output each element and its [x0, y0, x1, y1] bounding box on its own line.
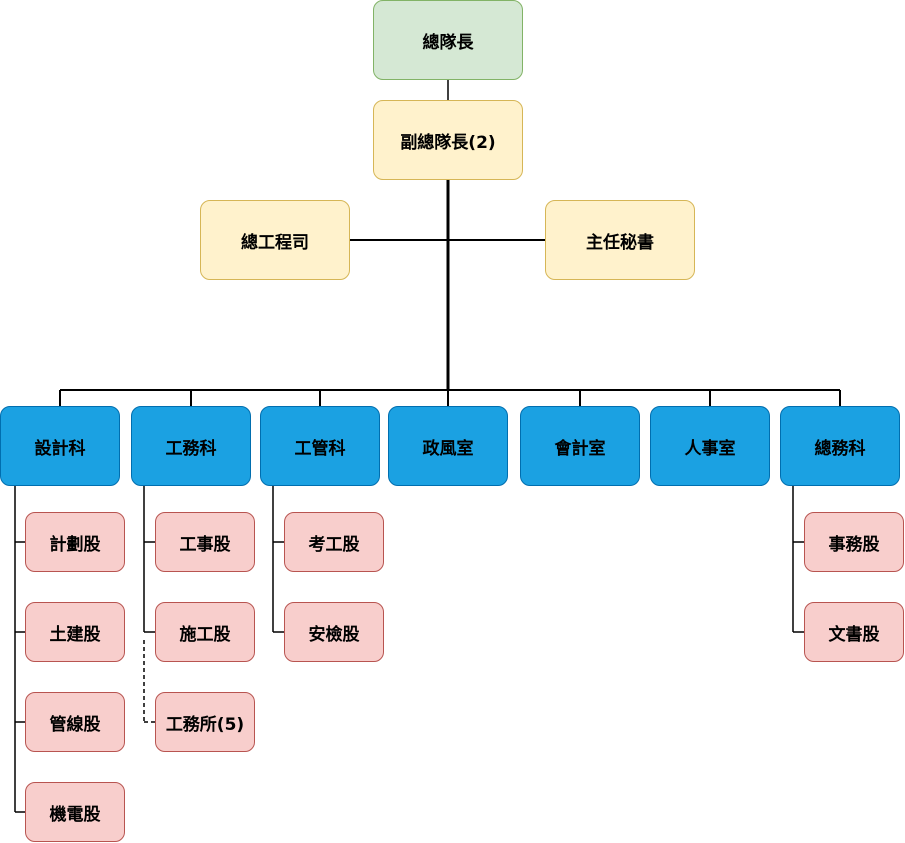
section-safety: 安檢股	[284, 602, 384, 662]
section-pipelines: 管線股	[25, 692, 125, 752]
section-civil-works: 土建股	[25, 602, 125, 662]
division-ethics: 政風室	[388, 406, 508, 486]
section-mechanical-electrical: 機電股	[25, 782, 125, 842]
works-offices-node: 工務所(5)	[155, 692, 255, 752]
division-general-affairs: 總務科	[780, 406, 900, 486]
division-accounting: 會計室	[520, 406, 640, 486]
deputy-chief-node: 副總隊長(2)	[373, 100, 523, 180]
section-administration: 事務股	[804, 512, 904, 572]
section-inspection: 考工股	[284, 512, 384, 572]
division-design: 設計科	[0, 406, 120, 486]
section-planning: 計劃股	[25, 512, 125, 572]
section-construction: 施工股	[155, 602, 255, 662]
chief-node: 總隊長	[373, 0, 523, 80]
division-personnel: 人事室	[650, 406, 770, 486]
division-engineering-management: 工管科	[260, 406, 380, 486]
section-documents: 文書股	[804, 602, 904, 662]
chief-secretary-node: 主任秘書	[545, 200, 695, 280]
chief-engineer-node: 總工程司	[200, 200, 350, 280]
division-engineering-affairs: 工務科	[131, 406, 251, 486]
section-works: 工事股	[155, 512, 255, 572]
